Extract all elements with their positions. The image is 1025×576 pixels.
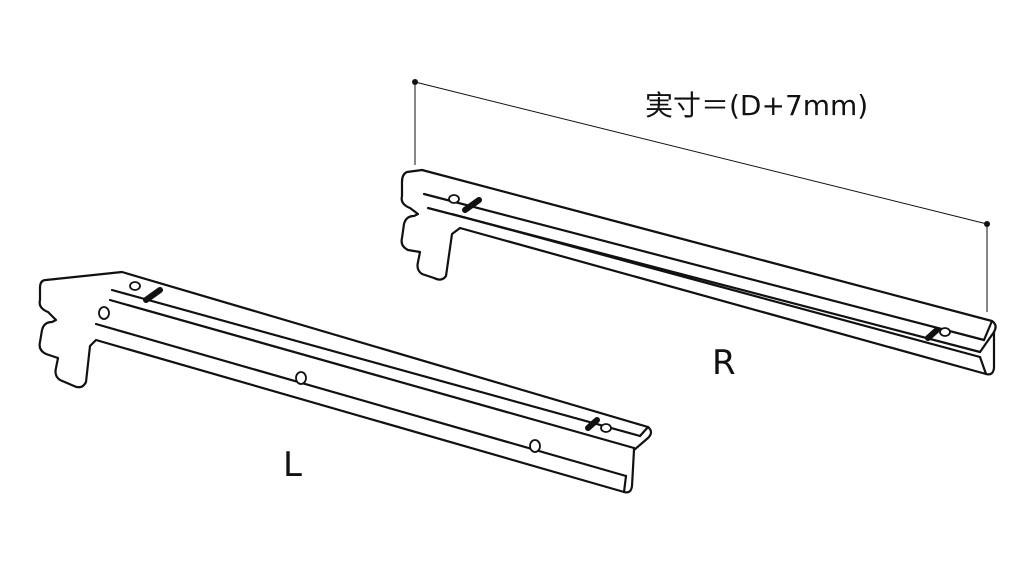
bracket-right-slot-left	[462, 197, 482, 213]
dimension-right-dot	[984, 221, 990, 227]
bracket-right	[400, 168, 997, 376]
bracket-right-hole-left	[448, 194, 460, 204]
bracket-left-side-hole-2	[295, 371, 307, 385]
bracket-left-slot-left	[143, 287, 163, 303]
bracket-left-label: L	[283, 445, 302, 485]
bracket-left-flange-inner	[108, 298, 636, 450]
dimension-main-line	[414, 81, 988, 225]
bracket-left-hole-flange-right	[600, 423, 612, 433]
bracket-right-flange-top	[422, 192, 986, 342]
bracket-left-side-hole-3	[529, 439, 541, 453]
bracket-right-outline	[400, 168, 997, 376]
bracket-right-body-line	[450, 212, 982, 359]
bracket-right-hole-right	[939, 327, 951, 337]
bracket-left-slot-right	[585, 417, 600, 431]
dimension-left-dot	[412, 79, 418, 85]
bracket-left-end-fold	[622, 425, 650, 494]
bracket-left	[38, 270, 653, 494]
bracket-left-side-hole-1	[98, 306, 110, 320]
bracket-left-flange-top	[110, 288, 642, 438]
bracket-right-slot-right	[925, 327, 940, 341]
bracket-left-hole-top	[129, 281, 141, 291]
bracket-right-end-fold	[978, 319, 996, 376]
bracket-left-outline	[38, 270, 653, 494]
dimension-line	[412, 79, 990, 312]
bracket-right-label: R	[712, 343, 736, 383]
dimension-label: 実寸＝(D+7mm)	[645, 89, 869, 122]
